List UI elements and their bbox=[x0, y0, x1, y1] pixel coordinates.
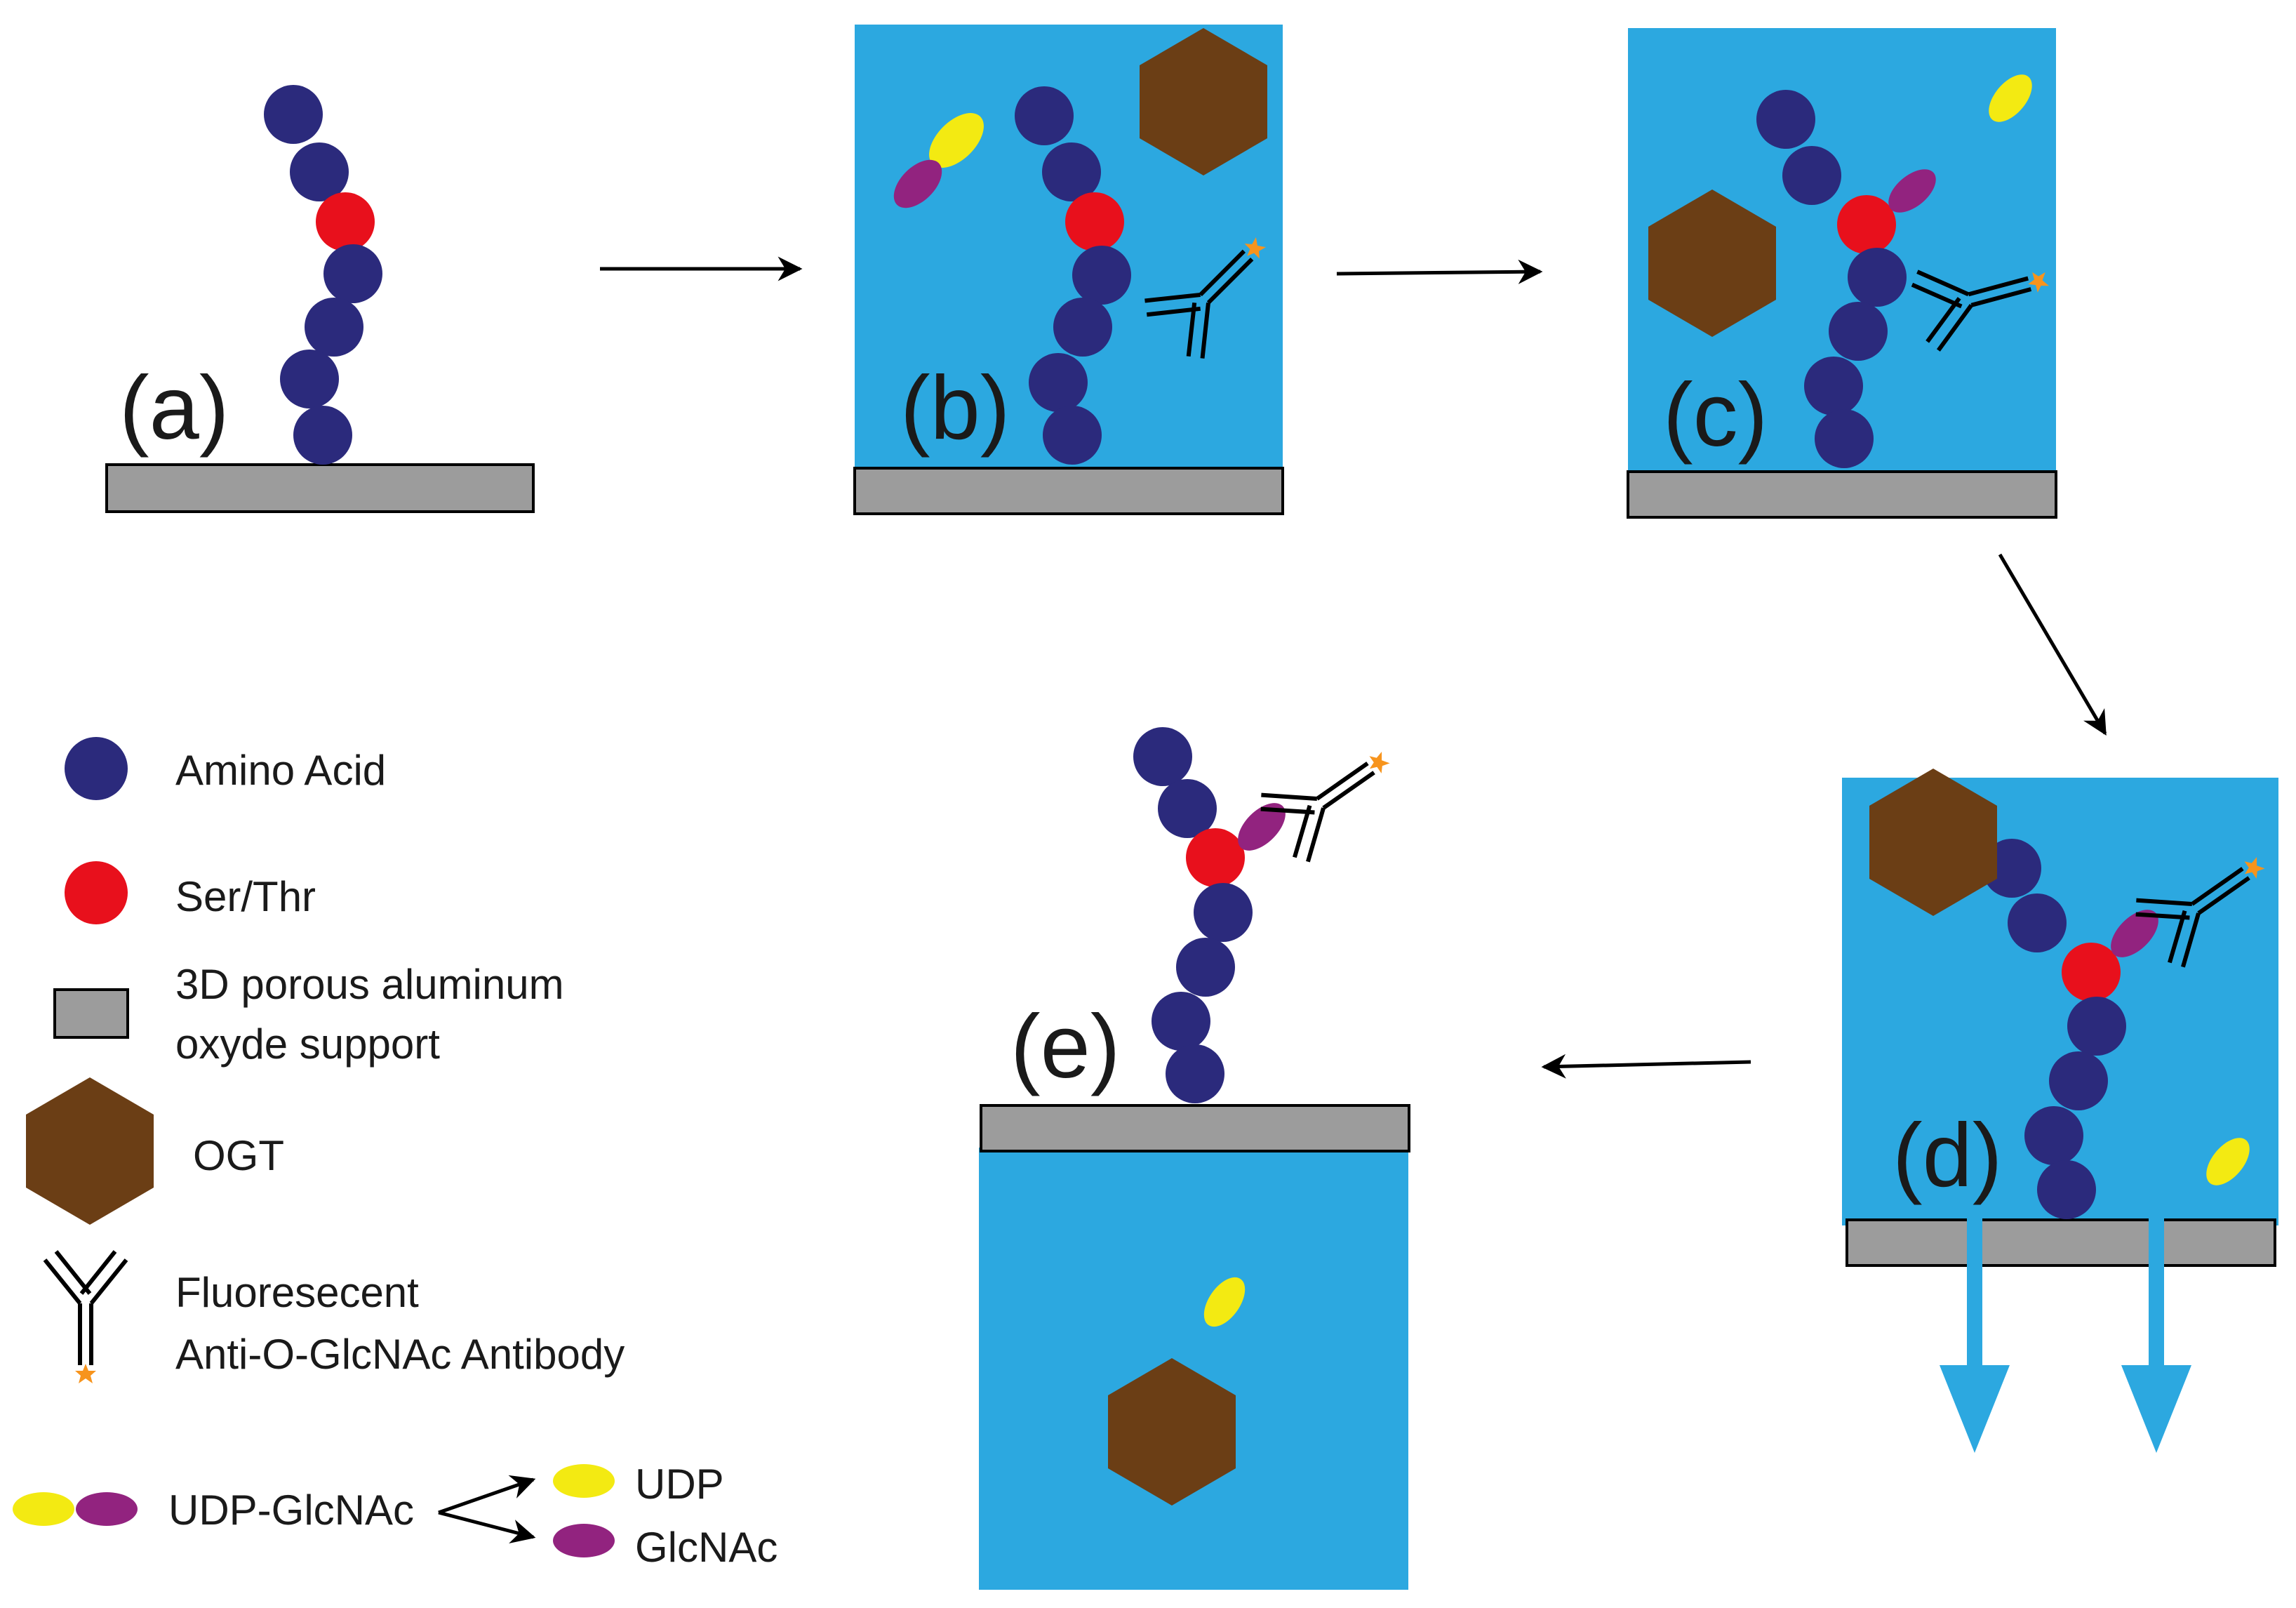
support-icon bbox=[853, 467, 1284, 515]
panel-b-label: (b) bbox=[900, 358, 1010, 458]
support-icon bbox=[1846, 1218, 2276, 1267]
panel-c: (c) bbox=[1627, 28, 2057, 519]
split-arrow-glcnac bbox=[438, 1510, 536, 1544]
panel-c-label: (c) bbox=[1663, 365, 1768, 465]
legend-ogt: OGT bbox=[193, 1132, 284, 1179]
arrow-c-to-d bbox=[1998, 553, 2107, 736]
flow-arrow-icon bbox=[1940, 1207, 2191, 1453]
udp-icon bbox=[1203, 1277, 1246, 1327]
legend-glcnac: GlcNAc bbox=[635, 1524, 777, 1571]
support-icon bbox=[105, 463, 535, 513]
antibody-icon bbox=[45, 1251, 126, 1383]
udp-icon bbox=[1989, 74, 2032, 122]
legend-antibody-line2: Anti-O-GlcNAc Antibody bbox=[175, 1331, 625, 1378]
arrow-b-to-c bbox=[1336, 259, 1543, 284]
panel-e-label: (e) bbox=[1010, 997, 1120, 1097]
legend-support-line2: oxyde support bbox=[175, 1021, 440, 1068]
support-icon bbox=[980, 1104, 1410, 1152]
legend: Amino Acid Ser/Thr 3D porous aluminum ox… bbox=[13, 737, 777, 1571]
support-icon bbox=[1627, 470, 2057, 519]
peptide-chain bbox=[264, 85, 382, 465]
panel-d: (d) bbox=[1842, 769, 2284, 1453]
antibody-icon bbox=[1255, 724, 1410, 867]
panel-e: (e) bbox=[979, 724, 1409, 1590]
glcnac-icon bbox=[1238, 803, 1286, 851]
split-arrow-udp bbox=[438, 1475, 536, 1515]
glcnac-icon bbox=[553, 1524, 615, 1557]
support-icon bbox=[53, 988, 129, 1039]
udp-glcnac-icon bbox=[893, 113, 984, 208]
solution-box bbox=[979, 1148, 1408, 1590]
legend-udp-glcnac: UDP-GlcNAc bbox=[168, 1487, 414, 1534]
legend-antibody-line1: Fluoresecent bbox=[175, 1269, 419, 1316]
ser-thr-icon bbox=[65, 861, 128, 924]
udp-icon bbox=[2206, 1138, 2250, 1185]
legend-ser-thr: Ser/Thr bbox=[175, 873, 316, 920]
legend-support-line1: 3D porous aluminum bbox=[175, 961, 564, 1008]
udp-icon bbox=[553, 1464, 615, 1498]
legend-amino-acid: Amino Acid bbox=[175, 747, 386, 794]
legend-udp: UDP bbox=[635, 1461, 724, 1508]
panel-a-label: (a) bbox=[119, 358, 229, 458]
peptide-chain bbox=[1133, 727, 1253, 1103]
udp-glcnac-icon bbox=[13, 1492, 138, 1526]
glcnac-icon bbox=[2111, 910, 2158, 957]
glcnac-icon bbox=[1888, 169, 1936, 213]
panel-a: (a) bbox=[105, 85, 535, 513]
arrow-d-to-e bbox=[1541, 1054, 1751, 1079]
ogt-icon bbox=[26, 1077, 154, 1225]
amino-acid-icon bbox=[65, 737, 128, 800]
panel-d-label: (d) bbox=[1893, 1105, 2002, 1206]
panel-b: (b) bbox=[853, 25, 1290, 515]
